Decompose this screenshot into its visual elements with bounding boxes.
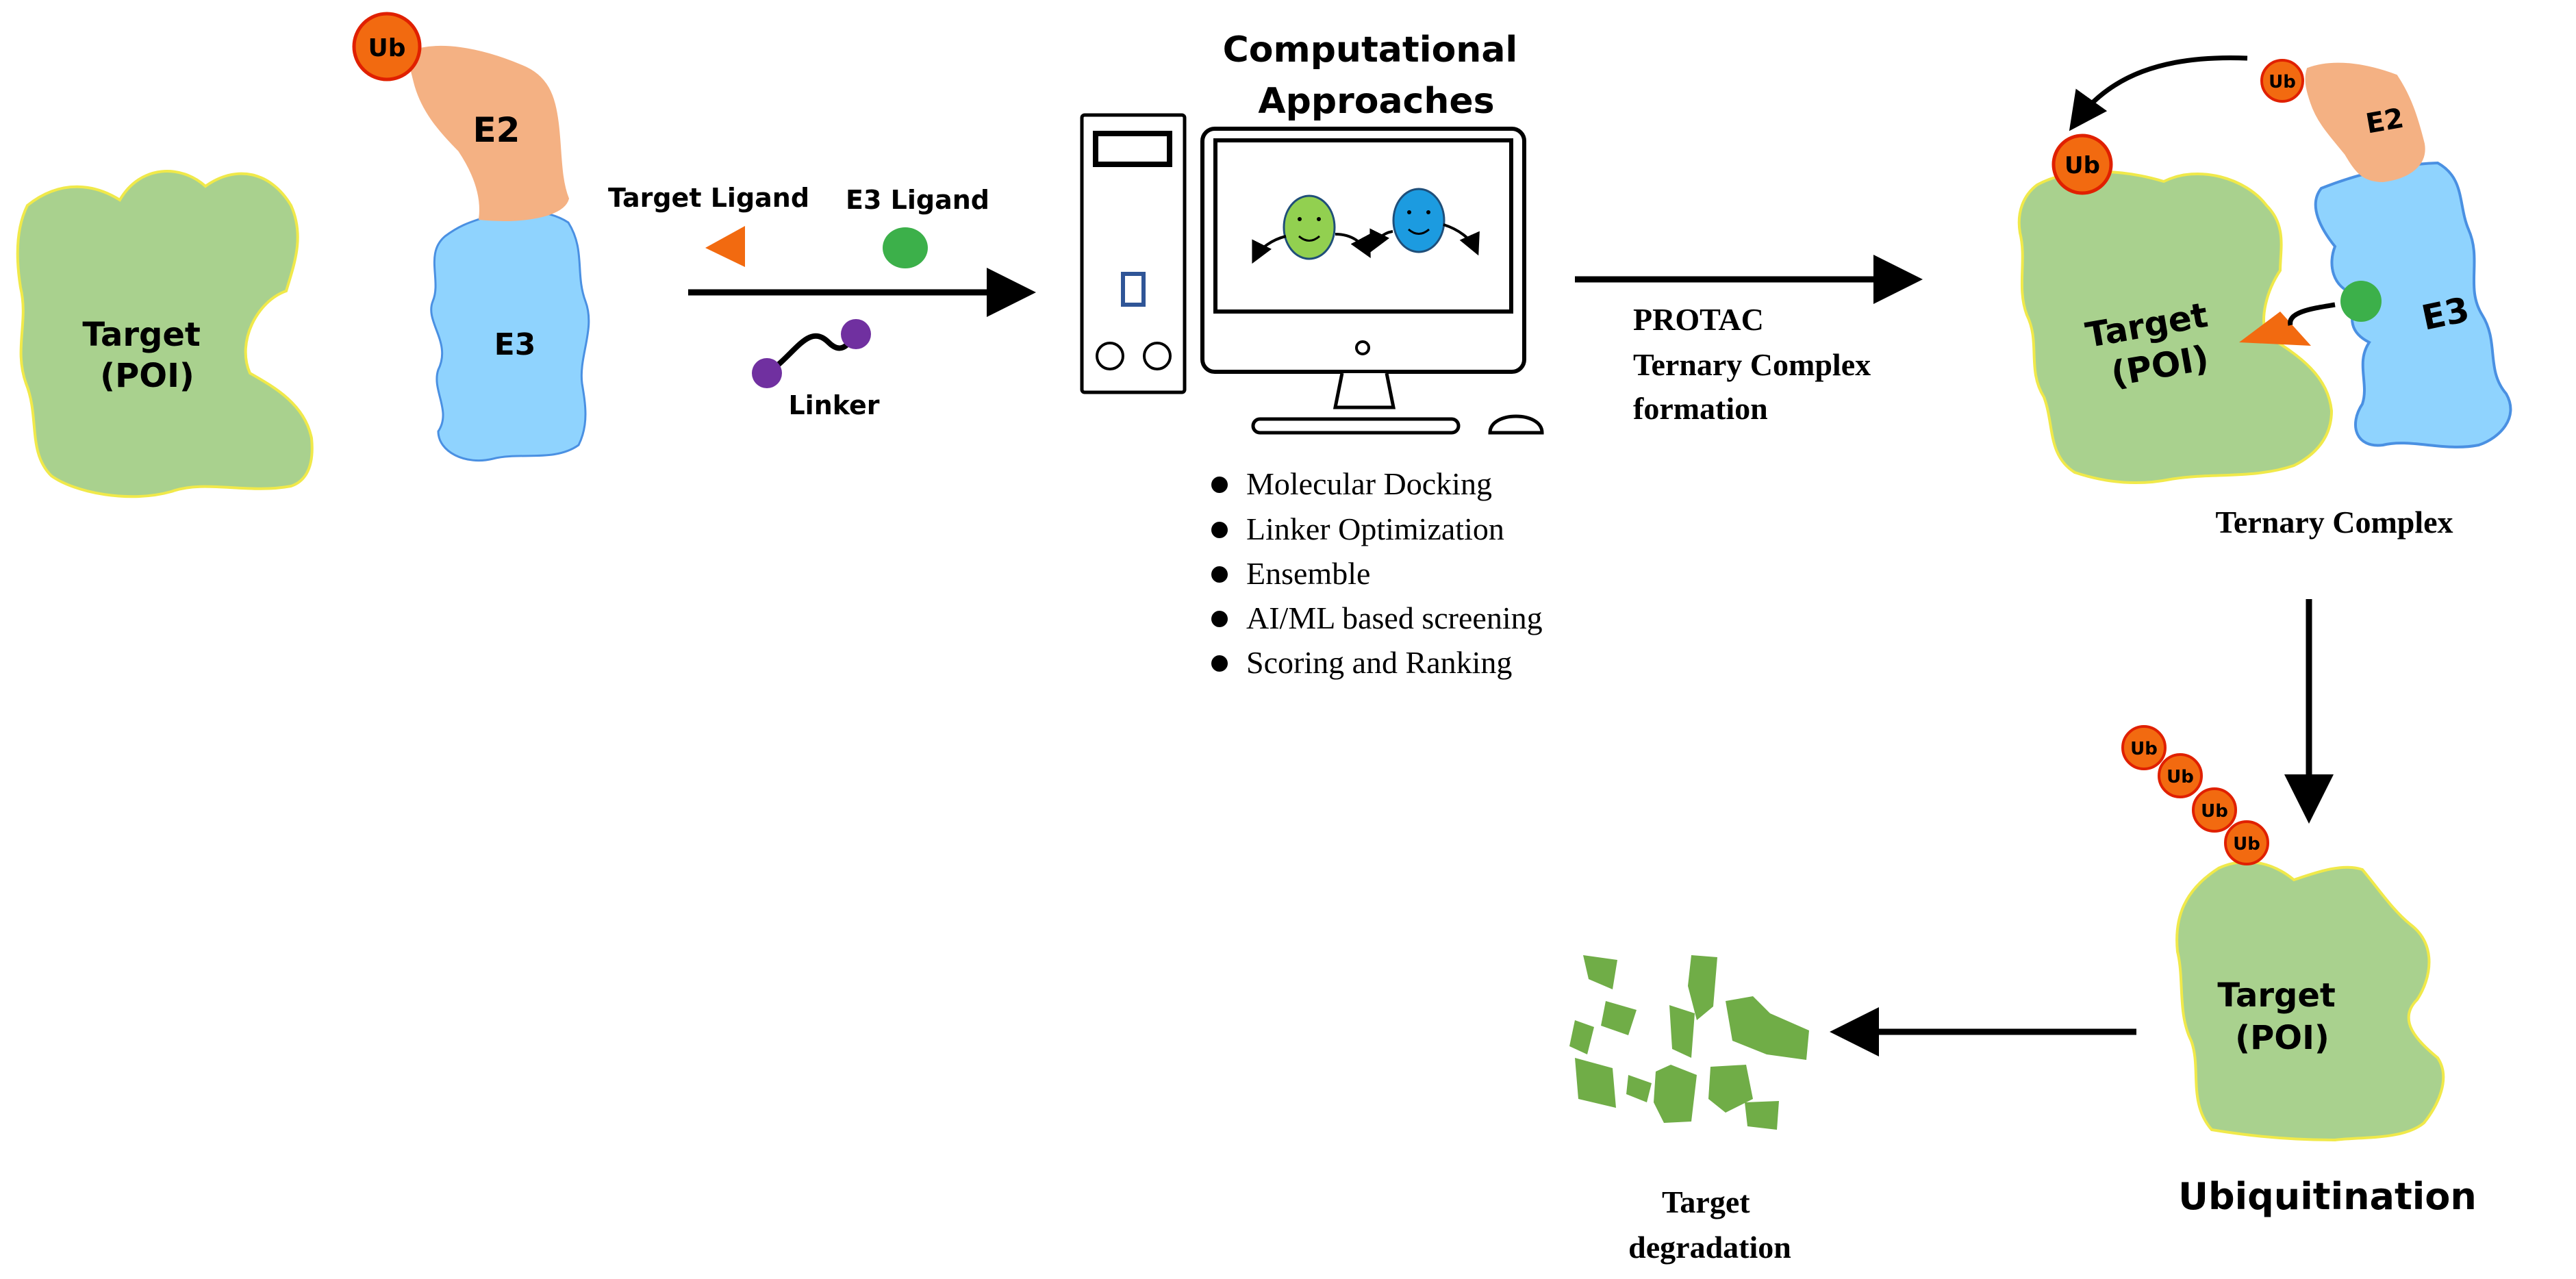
ternary-e2-shape — [2305, 62, 2425, 183]
e3-ligand-label: E3 Ligand — [846, 185, 989, 215]
degradation-caption-line2: degradation — [1628, 1230, 1791, 1265]
ub-chain-item: Ub — [2121, 725, 2167, 770]
ub-chain-label: Ub — [2130, 739, 2158, 759]
ub-chain-label: Ub — [2233, 834, 2260, 854]
degraded-fragments — [1569, 955, 1809, 1130]
protac-step-line2: Ternary Complex — [1633, 347, 1871, 382]
methods-list: Molecular Docking Linker Optimization En… — [1211, 466, 1543, 680]
protac-step-line3: formation — [1633, 391, 1768, 426]
method-label: Scoring and Ranking — [1246, 645, 1512, 680]
ternary-ub-small — [2260, 59, 2304, 103]
rotation-arrows-icon — [1252, 223, 1480, 264]
target-ligand-label: Target Ligand — [608, 183, 809, 213]
ub-chain-item: Ub — [2192, 787, 2237, 833]
smiley-blue-icon — [1392, 188, 1445, 253]
ub-chain-item: Ub — [2224, 820, 2269, 865]
ub-label: Ub — [368, 34, 405, 62]
ternary-ub-large-label: Ub — [2064, 152, 2100, 179]
e3-label: E3 — [494, 327, 536, 362]
ternary-e3-label: E3 — [2419, 290, 2473, 338]
target-poi-label: Target (POI) — [82, 316, 212, 395]
target-ligand-icon — [705, 226, 745, 267]
polyubiquitin-chain: Ub Ub Ub Ub — [2121, 725, 2269, 865]
method-item: Linker Optimization — [1211, 511, 1504, 546]
method-label: Linker Optimization — [1246, 511, 1504, 546]
ubiquitinated-target-label: Target (POI) — [2217, 976, 2347, 1057]
ternary-e2-label: E2 — [2364, 103, 2406, 140]
computer-tower-icon — [1080, 113, 1187, 394]
ubiquitinated-target-line2: (POI) — [2235, 1019, 2329, 1057]
protac-step-line1: PROTAC — [1633, 302, 1764, 337]
method-label: AI/ML based screening — [1246, 600, 1543, 635]
ternary-complex-caption: Ternary Complex — [2215, 505, 2453, 540]
ubiquitinated-target-shape — [2175, 860, 2445, 1142]
linker-icon — [752, 319, 871, 388]
ubiquitinated-target-line1: Target — [2217, 976, 2335, 1015]
ubiquitination-caption: Ubiquitination — [2178, 1175, 2477, 1218]
target-poi-shape — [16, 170, 314, 498]
computational-title-line1: Computational — [1223, 29, 1518, 71]
ternary-target-label: Target (POI) — [2082, 293, 2230, 397]
ub-chain-label: Ub — [2201, 801, 2228, 822]
linker-label: Linker — [788, 390, 879, 420]
target-poi-label-line1: Target — [82, 316, 200, 354]
protac-step-label: PROTAC Ternary Complex formation — [1633, 302, 1879, 426]
method-label: Molecular Docking — [1246, 466, 1492, 501]
degradation-caption-line1: Target — [1662, 1185, 1750, 1219]
ternary-ub-small-label: Ub — [2269, 72, 2296, 92]
method-item: AI/ML based screening — [1211, 600, 1543, 635]
smiley-green-icon — [1283, 194, 1336, 260]
computational-title-line2: Approaches — [1258, 81, 1494, 122]
e2-enzyme-shape — [408, 45, 570, 222]
e2-label: E2 — [473, 110, 520, 150]
ternary-protac-molecule — [2239, 281, 2382, 346]
ternary-ub-large — [2051, 134, 2113, 195]
computer-monitor-icon — [1200, 127, 1544, 435]
method-label: Ensemble — [1246, 556, 1370, 591]
ub-molecule — [352, 12, 422, 81]
degradation-caption: Target degradation — [1628, 1185, 1791, 1265]
ub-chain-label: Ub — [2167, 767, 2194, 787]
method-item: Scoring and Ranking — [1211, 645, 1512, 680]
ternary-target-shape — [2017, 170, 2334, 485]
computational-title: Computational Approaches — [1223, 29, 1530, 122]
ub-chain-item: Ub — [2158, 753, 2203, 798]
method-item: Molecular Docking — [1211, 466, 1492, 501]
method-item: Ensemble — [1211, 556, 1370, 591]
e3-ligase-shape — [430, 209, 590, 462]
ub-transfer-arrow — [2069, 55, 2248, 131]
target-poi-label-line2: (POI) — [100, 357, 194, 395]
e3-ligand-icon — [883, 227, 928, 268]
